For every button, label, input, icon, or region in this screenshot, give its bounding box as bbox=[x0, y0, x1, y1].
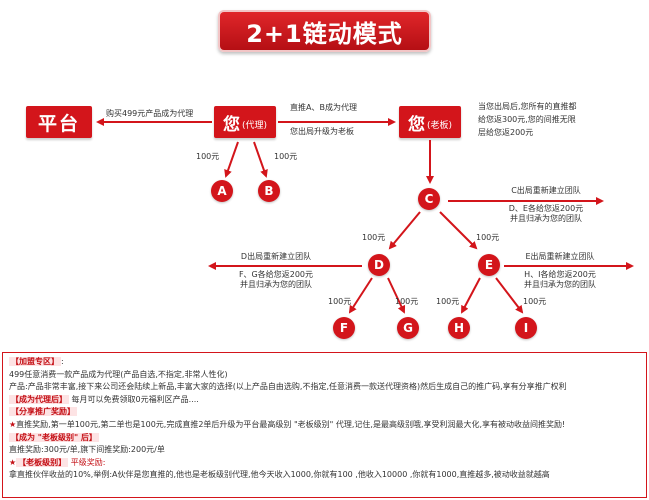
info-panel: 【加盟专区】: 499任意消费一款产品成为代理(产品自选,不指定,非常人性化) … bbox=[2, 352, 647, 498]
node-h: H bbox=[448, 317, 470, 339]
label-amount-d: 100元 bbox=[362, 233, 386, 242]
node-c: C bbox=[418, 188, 440, 210]
title-banner: 2+1链动模式 bbox=[218, 10, 431, 52]
you-boss-main: 您 bbox=[407, 114, 425, 135]
info-last-line: 拿直推伙伴收益的10%,举例:A伙伴是您直推的,他也是老板级别代理,他今天收入1… bbox=[9, 470, 550, 480]
node-e: E bbox=[478, 254, 500, 276]
label-amount-a: 100元 bbox=[196, 152, 220, 161]
arrow-d-to-g bbox=[387, 277, 406, 314]
label-c-out-1: C出局重新建立团队 bbox=[511, 186, 581, 195]
label-d-out-2: F、G各给您返200元 bbox=[238, 270, 314, 279]
label-amount-f: 100元 bbox=[328, 297, 352, 306]
label-amount-h: 100元 bbox=[436, 297, 460, 306]
agent-text: 每月可以免费领取0元福利区产品.... bbox=[71, 394, 199, 404]
you-boss-box: 您 (老板) bbox=[399, 106, 461, 138]
info-boss-line: 直推奖励:300元/单,旗下间推奖励:200元/单 bbox=[9, 445, 165, 455]
you-agent-box: 您 (代理) bbox=[214, 106, 276, 138]
label-boss-note-2: 给您返300元,您的间推无限 bbox=[478, 115, 576, 124]
info-agent-line: 【成为代理后】 每月可以免费领取0元福利区产品.... bbox=[9, 394, 640, 407]
node-b: B bbox=[258, 180, 280, 202]
you-boss-sub: (老板) bbox=[426, 120, 453, 131]
info-join-line-2: 产品:产品非常丰富,接下来公司还会陆续上新品,丰富大家的选择(以上产品自由选购,… bbox=[9, 382, 567, 392]
label-amount-e: 100元 bbox=[476, 233, 500, 242]
platform-box: 平台 bbox=[26, 106, 92, 138]
label-c-out-2: D、E各给您返200元 bbox=[508, 204, 584, 213]
node-a: A bbox=[211, 180, 233, 202]
label-direct-push: 直推A、B成为代理 bbox=[290, 103, 357, 112]
arrow-e-to-h bbox=[461, 277, 481, 314]
info-share-heading: 【分享推广奖励】 bbox=[9, 406, 640, 419]
label-c-out-3: 并且归承为您的团队 bbox=[510, 214, 582, 223]
label-amount-i: 100元 bbox=[523, 297, 547, 306]
share-text: 直推奖励,第一单100元,第二单也是100元,完成直推2单后升级为平台最高级别 … bbox=[16, 419, 566, 429]
arrow-c-to-e bbox=[439, 211, 478, 250]
share-tag: 【分享推广奖励】 bbox=[9, 407, 77, 417]
label-e-out-2: H、I各给您返200元 bbox=[524, 270, 596, 279]
equal-tag: 【老板级别】 bbox=[16, 457, 69, 467]
arrow-d-to-f bbox=[348, 277, 373, 314]
node-f: F bbox=[333, 317, 355, 339]
info-boss-heading: 【成为 "老板级别" 后】 bbox=[9, 432, 640, 445]
join-colon: : bbox=[61, 357, 64, 366]
agent-tag: 【成为代理后】 bbox=[9, 394, 69, 404]
info-equal-heading: ★【老板级别】 平级奖励: bbox=[9, 457, 640, 470]
node-i: I bbox=[515, 317, 537, 339]
platform-label: 平台 bbox=[37, 112, 80, 135]
label-boss-note-3: 层给您返200元 bbox=[478, 128, 534, 137]
node-d: D bbox=[368, 254, 390, 276]
info-join-line-1: 499任意消费一款产品成为代理(产品自选,不指定,非常人性化) bbox=[9, 369, 228, 379]
info-share-line: ★直推奖励,第一单100元,第二单也是100元,完成直推2单后升级为平台最高级别… bbox=[9, 419, 640, 432]
equal-text: 平级奖励: bbox=[70, 457, 106, 467]
label-e-out-3: 并且归承为您的团队 bbox=[524, 280, 596, 289]
star-icon: ★ bbox=[9, 457, 17, 467]
arrow-agent-to-a bbox=[224, 141, 239, 178]
you-agent-main: 您 bbox=[222, 114, 240, 135]
node-g: G bbox=[397, 317, 419, 339]
label-d-out-3: 并且归承为您的团队 bbox=[240, 280, 312, 289]
label-boss-note-1: 当您出局后,您所有的直推都 bbox=[478, 102, 577, 111]
arrow-e-to-i bbox=[495, 277, 524, 314]
you-agent-sub: (代理) bbox=[241, 120, 268, 131]
label-buy: 购买499元产品成为代理 bbox=[106, 109, 194, 118]
join-tag: 【加盟专区】 bbox=[9, 357, 61, 366]
info-join-heading: 【加盟专区】: bbox=[9, 356, 640, 369]
boss-tag: 【成为 "老板级别" 后】 bbox=[9, 432, 99, 442]
arrows-layer bbox=[96, 118, 634, 314]
label-amount-b: 100元 bbox=[274, 152, 298, 161]
label-amount-g: 100元 bbox=[395, 297, 419, 306]
arrow-c-to-d bbox=[388, 211, 421, 250]
star-icon: ★ bbox=[9, 419, 17, 429]
label-upgrade: 您出局升级为老板 bbox=[290, 127, 354, 136]
label-e-out-1: E出局重新建立团队 bbox=[525, 252, 595, 261]
label-d-out-1: D出局重新建立团队 bbox=[240, 252, 312, 261]
arrow-agent-to-b bbox=[253, 141, 268, 178]
page-title: 2+1链动模式 bbox=[246, 19, 403, 48]
